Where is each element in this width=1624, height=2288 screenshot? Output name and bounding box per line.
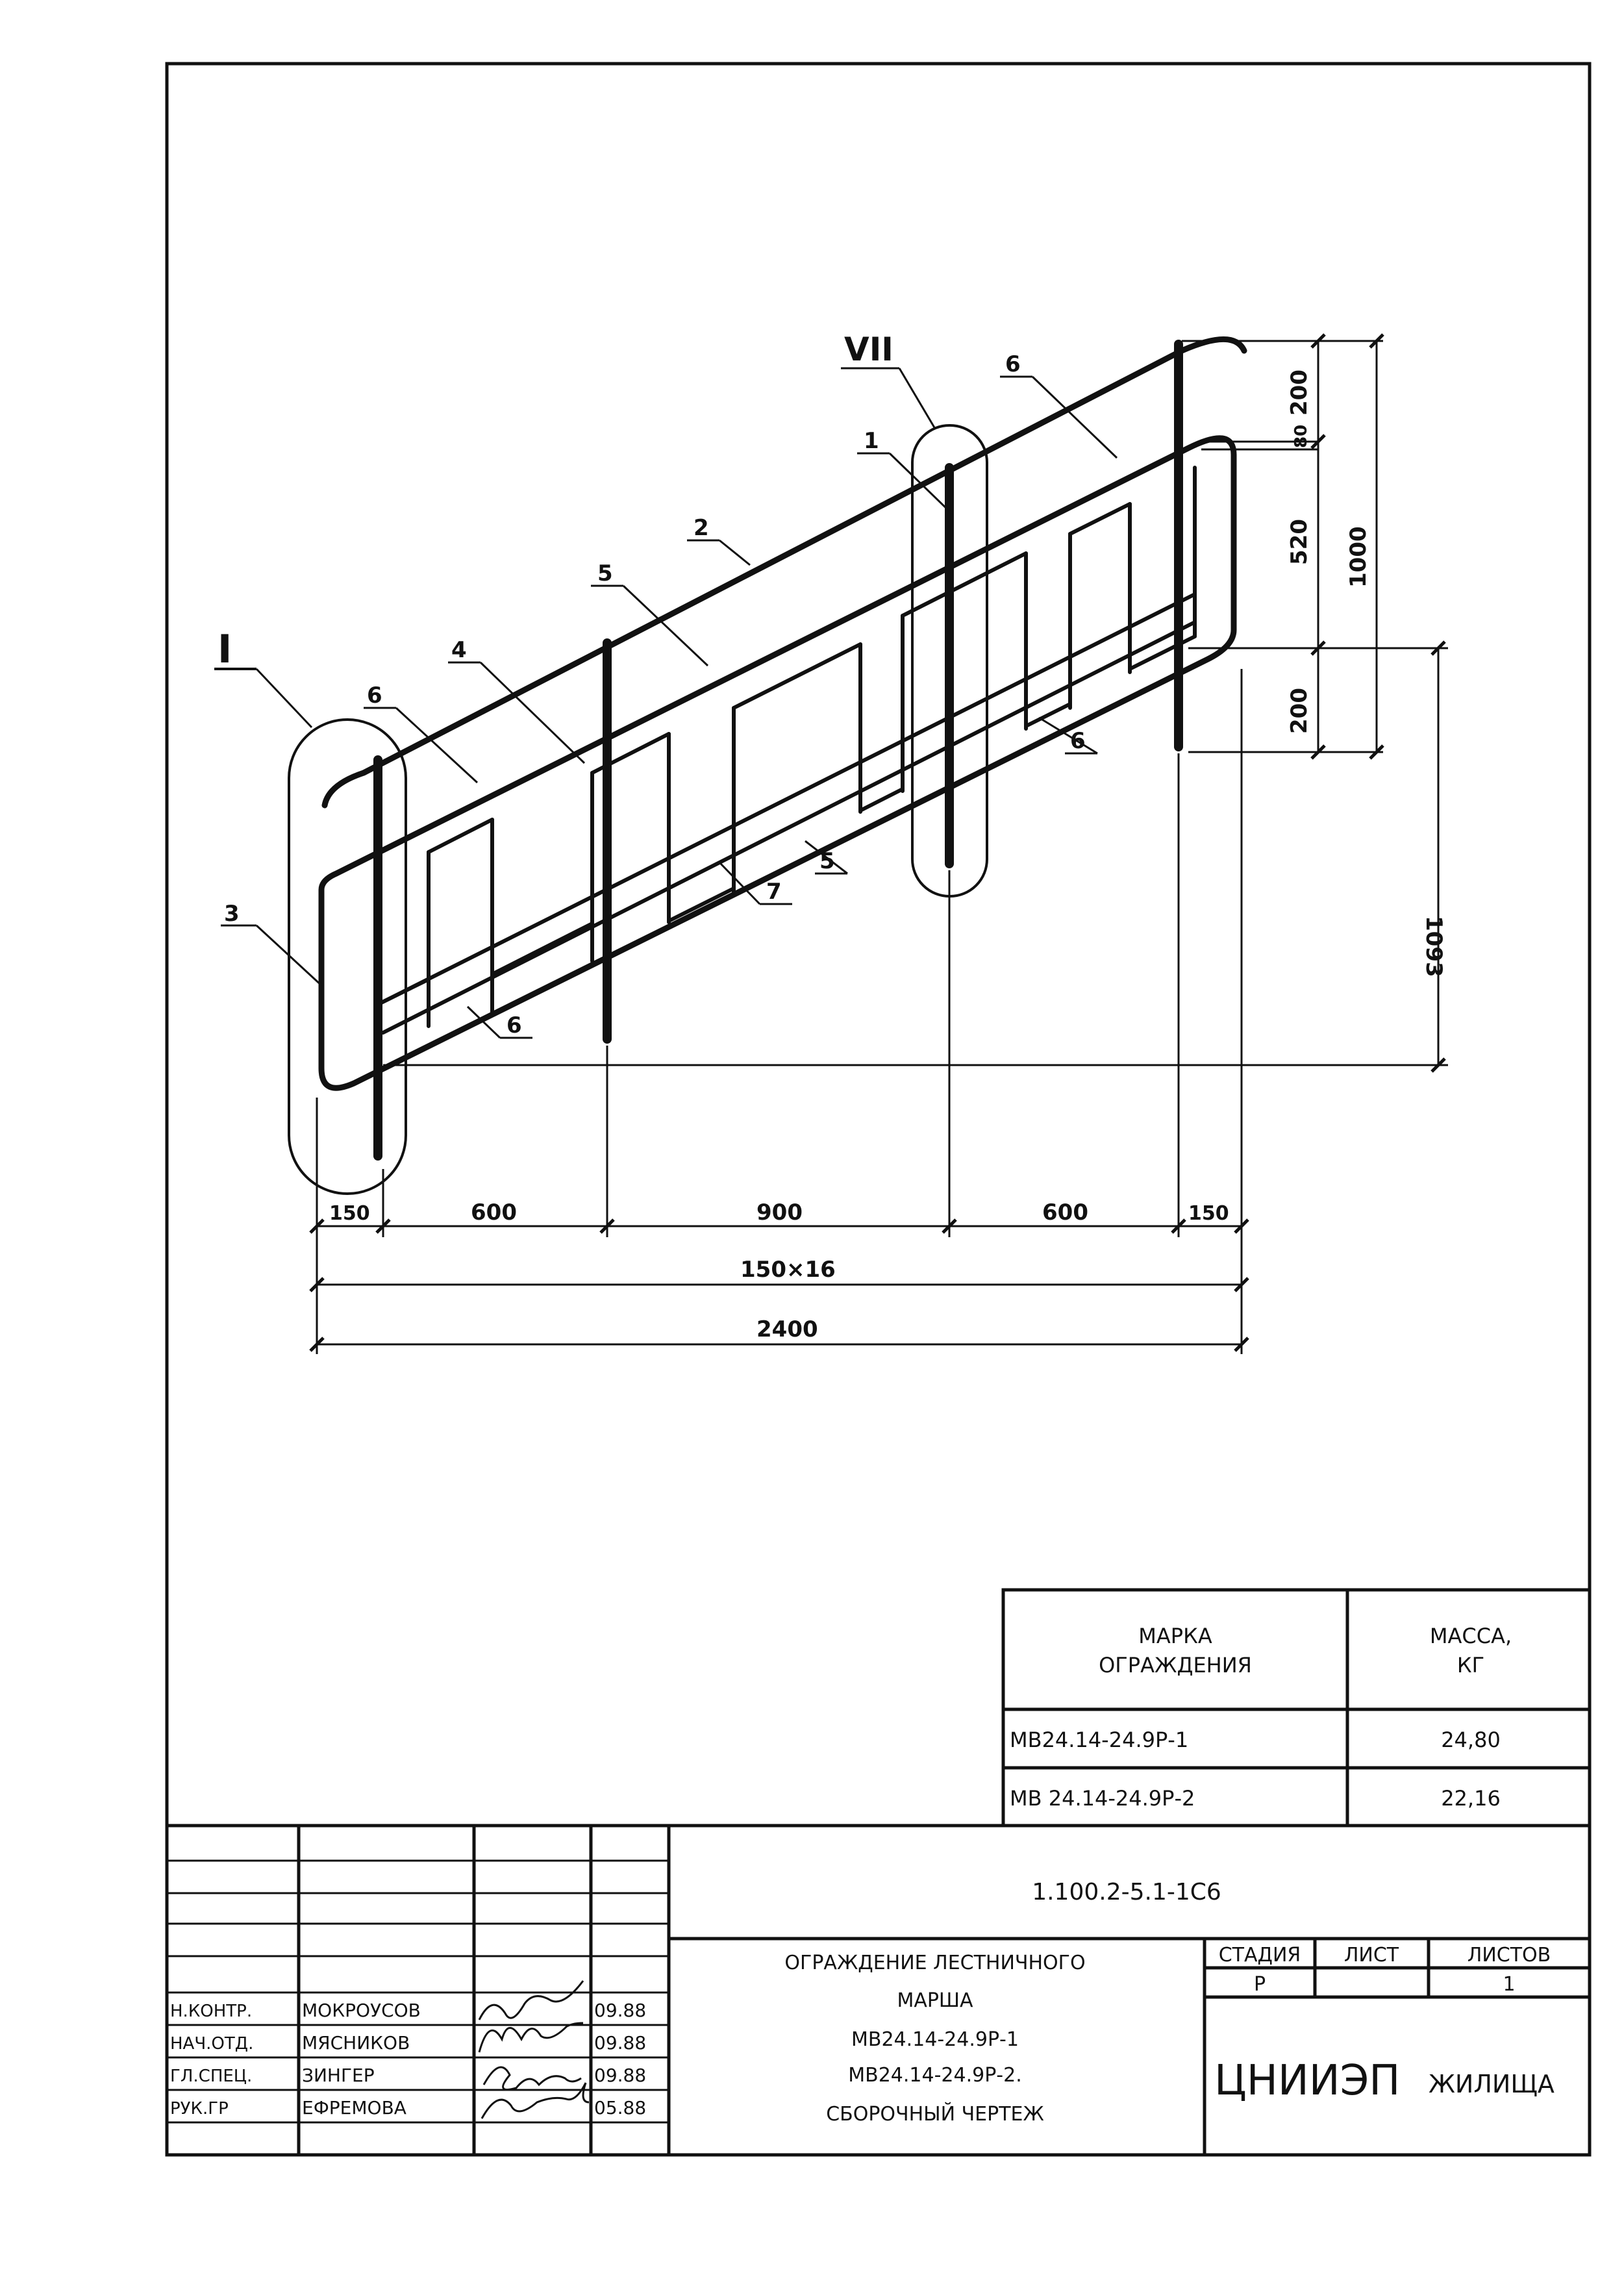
lower-frame xyxy=(318,435,1237,1091)
pos-label-7: 7 xyxy=(766,879,782,905)
mass-table-row2-mass: 22,16 xyxy=(1441,1786,1501,1811)
signature-2 xyxy=(478,2022,584,2053)
sheets-label: ЛИСТОВ xyxy=(1468,1944,1551,1967)
mass-table-header-mark-2: ОГРАЖДЕНИЯ xyxy=(1099,1653,1252,1678)
mass-table-row2-mark: МВ 24.14-24.9Р-2 xyxy=(1010,1786,1195,1811)
name-2: МЯСНИКОВ xyxy=(302,2032,410,2054)
date-3: 09.88 xyxy=(594,2065,646,2086)
dim-150x16: 150×16 xyxy=(740,1257,836,1283)
pos-label-2: 2 xyxy=(693,515,709,541)
name-4: ЕФРЕМОВА xyxy=(302,2097,406,2118)
pos-label-6d: 6 xyxy=(506,1012,522,1038)
dim-200-top: 200 xyxy=(1286,370,1312,416)
dim-600-right: 600 xyxy=(1042,1200,1088,1226)
dim-150-left: 150 xyxy=(329,1202,370,1225)
mass-table-header-mass-1: МАССА, xyxy=(1430,1624,1512,1648)
dim-900: 900 xyxy=(756,1200,803,1226)
name-1: МОКРОУСОВ xyxy=(302,2000,421,2021)
signature-1 xyxy=(478,1980,584,2020)
pos-label-5b: 5 xyxy=(819,848,835,874)
title-line-2: МАРША xyxy=(897,1989,973,2012)
inner-bottom-bar xyxy=(381,620,1197,1035)
dimension-lines xyxy=(316,340,1448,1354)
pos-label-4: 4 xyxy=(451,637,467,663)
sheet-label: ЛИСТ xyxy=(1344,1944,1399,1967)
dim-600-left: 600 xyxy=(471,1200,517,1226)
mass-table-row1-mark: МВ24.14-24.9Р-1 xyxy=(1010,1728,1188,1752)
title-block-grid xyxy=(167,1824,1590,2155)
mass-table-row1-mass: 24,80 xyxy=(1441,1728,1501,1752)
role-2: НАЧ.ОТД. xyxy=(170,2034,253,2054)
dimension-ticks xyxy=(309,333,1446,1352)
pos-label-3: 3 xyxy=(224,901,240,927)
dim-520: 520 xyxy=(1286,519,1312,565)
org-suffix: ЖИЛИЩА xyxy=(1429,2070,1555,2098)
mass-table-header-mark-1: МАРКА xyxy=(1138,1624,1212,1648)
view-label-I: I xyxy=(218,627,232,672)
dim-1000: 1000 xyxy=(1345,526,1371,588)
pos-label-6a: 6 xyxy=(367,683,382,709)
inner-top-bar xyxy=(378,592,1197,1005)
dim-200-bottom: 200 xyxy=(1286,688,1312,734)
leader-lines xyxy=(221,367,1118,1039)
stage-label: СТАДИЯ xyxy=(1219,1944,1301,1967)
org-name: ЦНИИЭП xyxy=(1214,2057,1400,2105)
role-1: Н.КОНТР. xyxy=(170,2002,252,2021)
top-handrail xyxy=(321,336,1247,809)
dim-150-right: 150 xyxy=(1188,1202,1229,1225)
mass-table xyxy=(1001,1588,1592,1828)
pos-label-1: 1 xyxy=(864,428,879,454)
view-label-VII: VII xyxy=(844,331,893,368)
pos-label-6b: 6 xyxy=(1005,351,1021,377)
pos-label-5a: 5 xyxy=(597,560,613,586)
signature-3 xyxy=(482,2066,582,2091)
title-line-4: МВ24.14-24.9Р-2. xyxy=(848,2064,1022,2087)
posts xyxy=(373,340,1183,1161)
dim-80: 80 xyxy=(1292,425,1311,448)
title-line-5: СБОРОЧНЫЙ ЧЕРТЕЖ xyxy=(826,2102,1044,2126)
title-block-rows xyxy=(167,1859,669,2124)
pos-label-6c: 6 xyxy=(1070,728,1086,754)
title-line-1: ОГРАЖДЕНИЕ ЛЕСТНИЧНОГО xyxy=(784,1952,1085,1974)
sheets-value: 1 xyxy=(1503,1973,1515,1996)
sheet-frame xyxy=(165,62,1592,2157)
mass-table-header-mass-2: КГ xyxy=(1457,1653,1484,1678)
date-4: 05.88 xyxy=(594,2097,646,2118)
infill-verticals xyxy=(427,502,1132,1028)
dim-1093: 1093 xyxy=(1421,916,1447,977)
doc-code: 1.100.2-5.1-1С6 xyxy=(1032,1879,1221,1905)
signature-4 xyxy=(481,2082,590,2119)
title-line-3: МВ24.14-24.9Р-1 xyxy=(851,2028,1019,2051)
stage-value: Р xyxy=(1254,1973,1266,1996)
signatures xyxy=(478,1980,590,2119)
dim-2400: 2400 xyxy=(756,1316,818,1342)
date-2: 09.88 xyxy=(594,2032,646,2054)
role-3: ГЛ.СПЕЦ. xyxy=(170,2067,252,2086)
role-4: РУК.ГР xyxy=(170,2099,229,2118)
date-1: 09.88 xyxy=(594,2000,646,2021)
detail-oval-I xyxy=(288,718,407,1195)
name-3: ЗИНГЕР xyxy=(302,2065,375,2086)
